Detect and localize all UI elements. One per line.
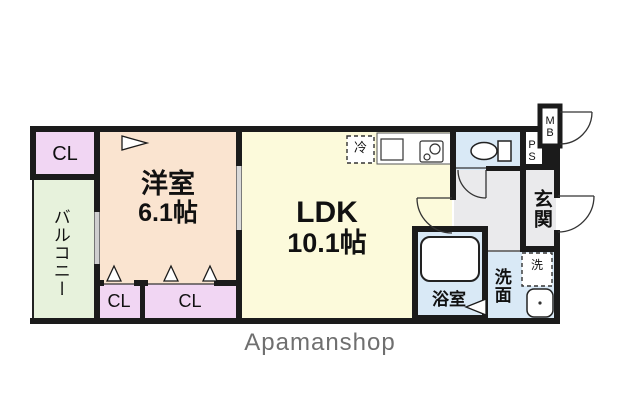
bathtub-icon [420, 236, 480, 282]
meter-box-label: MB [544, 115, 557, 139]
wall-segment [520, 246, 560, 252]
toilet-bowl-icon [470, 141, 498, 161]
stove [419, 140, 444, 163]
western-door-triangle-icon [121, 135, 150, 151]
balcony-window [94, 212, 100, 264]
wall-segment [542, 144, 560, 170]
entrance-label: 玄関 [530, 189, 552, 229]
sliding-door [236, 166, 242, 230]
ldk-name: LDK [296, 196, 358, 229]
refrigerator-label: 冷 [353, 140, 367, 155]
entrance-door-arc [557, 195, 595, 233]
closet-bottom-right-room [144, 284, 236, 320]
western-room-size: 6.1帖 [138, 198, 198, 227]
wall-segment [554, 230, 560, 322]
balcony-room [32, 177, 97, 321]
wall-segment [214, 280, 242, 286]
toilet-tank-icon [497, 140, 512, 162]
closet-door-triangle-icon [162, 264, 180, 282]
watermark: Apamanshop [244, 329, 396, 356]
wall-segment [450, 126, 456, 200]
bathroom-walls [412, 226, 488, 321]
closet-top-left-room [34, 130, 96, 176]
toilet-door-arc [457, 169, 487, 199]
western-room-name: 洋室 [141, 169, 195, 199]
closet-bottom-left-label: CL [107, 291, 131, 311]
door-arcs [416, 111, 595, 234]
basin-drain-icon [538, 301, 542, 305]
western-room [98, 130, 238, 284]
balcony-label: バルコニー [50, 208, 70, 298]
closet-door-triangle-icon [105, 264, 123, 282]
closet-top-left-label: CL [52, 143, 78, 165]
refrigerator-space [346, 135, 375, 164]
ldk-label: LDK 10.1帖 [242, 196, 412, 259]
opening-lines [104, 167, 520, 285]
entrance-area [524, 170, 556, 252]
wall-segment [140, 280, 145, 324]
wall-segment [30, 318, 560, 324]
wall-segment [94, 280, 104, 286]
meterbox-door-arc [559, 111, 593, 145]
stove-burner-icon [423, 153, 431, 161]
wall-segment [520, 164, 560, 170]
bathroom-label: 浴室 [432, 290, 466, 309]
ldk-hall-door-arc [416, 197, 453, 234]
wall-segment [554, 168, 560, 198]
meter-box [537, 103, 563, 149]
fixtures [346, 135, 554, 318]
wall-segment [30, 126, 36, 180]
kitchen-sink [380, 138, 404, 161]
stove-burner-icon [429, 143, 441, 155]
wall-segment [486, 166, 522, 171]
western-room-label: 洋室 6.1帖 [98, 169, 238, 227]
closet-bottom-left-room [98, 284, 140, 320]
washroom-label: 洗面 [491, 268, 511, 304]
bathroom-door-triangle-icon [464, 298, 487, 316]
closet-bottom-right-label: CL [178, 291, 202, 311]
wall-segment [30, 126, 542, 132]
closet-door-triangle-icon [201, 264, 219, 282]
wall-segment [30, 174, 98, 180]
wall-segment [520, 126, 526, 252]
washing-machine-space [521, 252, 553, 287]
door-triangles [105, 135, 487, 316]
washing-machine-label: 洗 [530, 258, 543, 272]
pipe-space-label: PS [526, 139, 539, 163]
ldk-size: 10.1帖 [287, 228, 367, 258]
